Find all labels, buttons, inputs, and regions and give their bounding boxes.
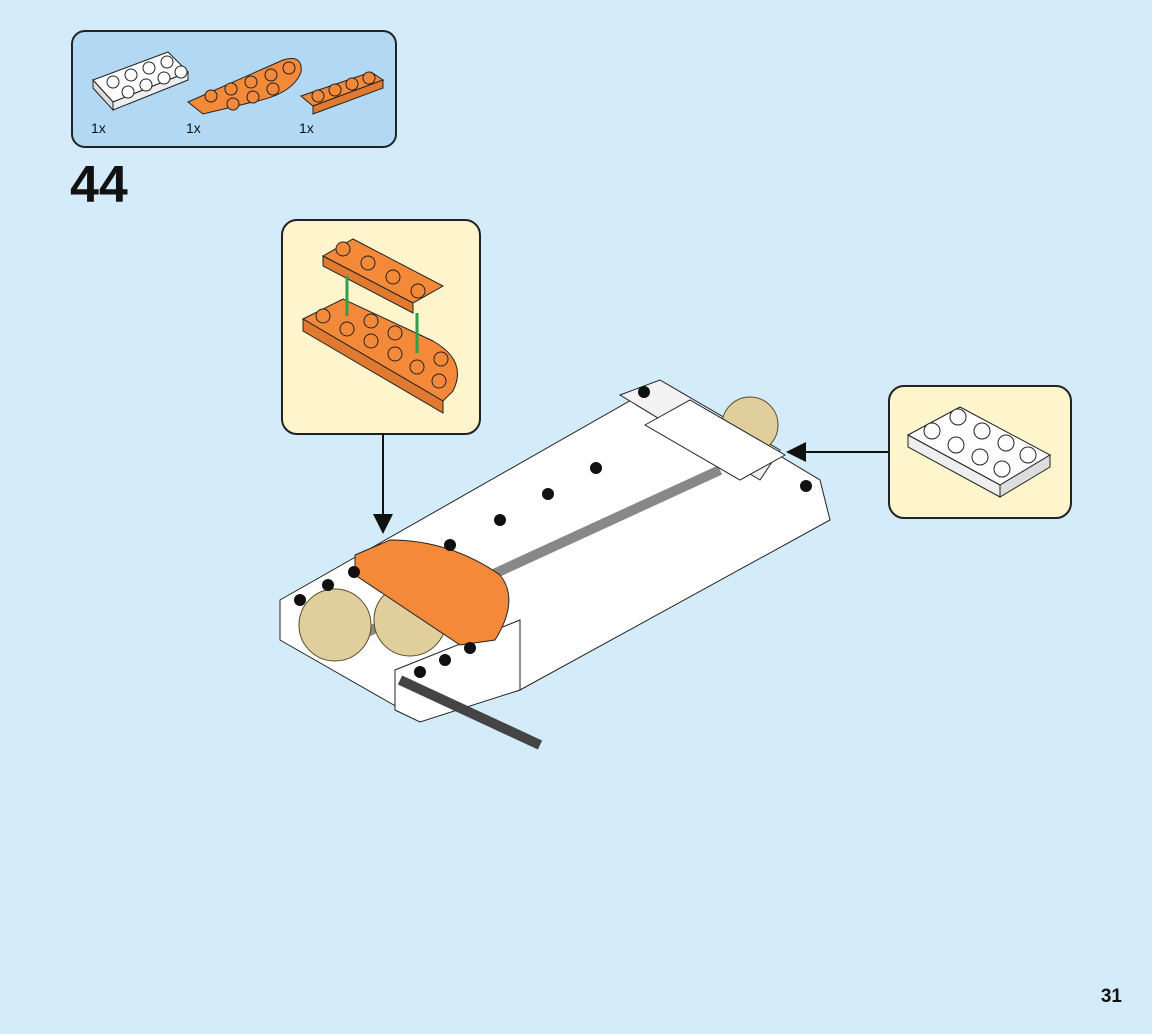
gear-icon [298, 396, 779, 662]
white-plate-icon [906, 406, 1052, 498]
orange-half-round-part [187, 58, 302, 115]
white-plate-part [92, 51, 189, 112]
part-quantity: 1x [299, 120, 314, 136]
white-plate-installed [643, 399, 787, 481]
step-number: 44 [70, 156, 128, 214]
page-number: 31 [1100, 986, 1122, 1007]
orange-1x4-part [299, 71, 385, 115]
orange-plates-assembly-icon [301, 238, 458, 414]
part-quantity: 1x [186, 120, 201, 136]
part-quantity: 1x [91, 120, 106, 136]
orange-plates-installed [354, 539, 510, 646]
white-plate-callout [888, 385, 1072, 519]
parts-illustrations [92, 51, 385, 115]
sub-assembly-callout [281, 219, 481, 435]
parts-list-box: 1x 1x 1x [71, 30, 397, 148]
